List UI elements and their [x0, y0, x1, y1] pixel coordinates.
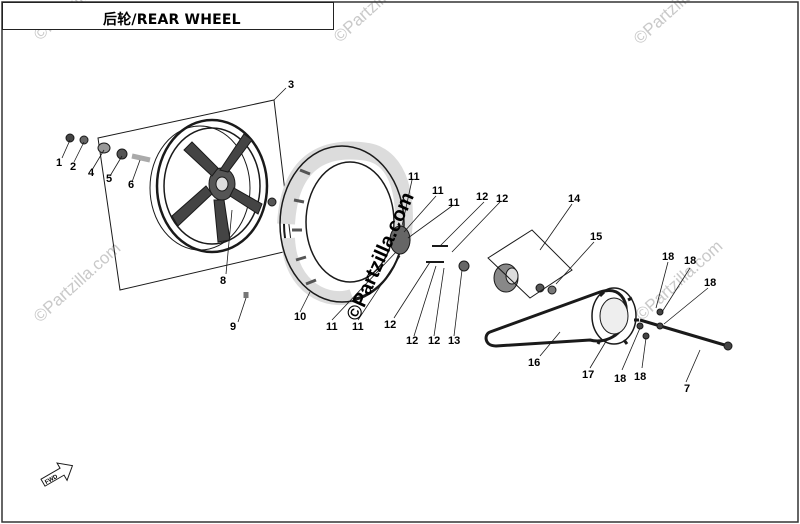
callout-18: 18: [614, 373, 626, 385]
callout-12: 12: [406, 335, 418, 347]
callout-11: 11: [326, 321, 338, 333]
axle: [636, 308, 733, 351]
callout-17: 17: [582, 369, 594, 381]
callout-4: 4: [88, 167, 95, 179]
callout-1: 1: [56, 157, 62, 169]
callout-12: 12: [496, 193, 508, 205]
callout-11: 11: [408, 171, 420, 183]
sprocket-hub: [389, 225, 557, 295]
callout-6: 6: [128, 179, 134, 191]
callout-18: 18: [634, 371, 646, 383]
callout-numbers: 1 2 4 5 6 3 8 9 10 11 11 11 11 11 12 12 …: [56, 79, 716, 395]
axle-parts-left: [65, 133, 277, 298]
callout-18: 18: [704, 277, 716, 289]
fwd-arrow-icon: FWD: [40, 462, 74, 487]
callout-14: 14: [568, 193, 581, 205]
callout-12: 12: [384, 319, 396, 331]
watermark-logo: ©Partzilla.com: [342, 189, 418, 324]
callout-12: 12: [428, 335, 440, 347]
callout-10: 10: [294, 311, 306, 323]
title-box: 后轮/REAR WHEEL: [2, 2, 334, 30]
callout-16: 16: [528, 357, 540, 369]
callout-11: 11: [432, 185, 444, 197]
chain-sprocket: [484, 287, 639, 348]
callout-8: 8: [220, 275, 226, 287]
tire: [277, 141, 413, 306]
callout-18: 18: [662, 251, 674, 263]
callout-18: 18: [684, 255, 696, 267]
leader-lines: [61, 87, 709, 383]
callout-12: 12: [476, 191, 488, 203]
hub-group-outline: [487, 229, 573, 299]
callout-9: 9: [230, 321, 236, 333]
callout-3: 3: [288, 79, 294, 91]
callout-7: 7: [684, 383, 690, 395]
callout-11: 11: [448, 197, 460, 209]
callout-15: 15: [590, 231, 602, 243]
callout-11: 11: [352, 321, 364, 333]
page-title: 后轮/REAR WHEEL: [103, 12, 241, 28]
rim: [149, 118, 269, 254]
callout-13: 13: [448, 335, 460, 347]
callout-2: 2: [70, 161, 76, 173]
wheel-assembly-outline: [97, 99, 293, 291]
callout-5: 5: [106, 173, 112, 185]
